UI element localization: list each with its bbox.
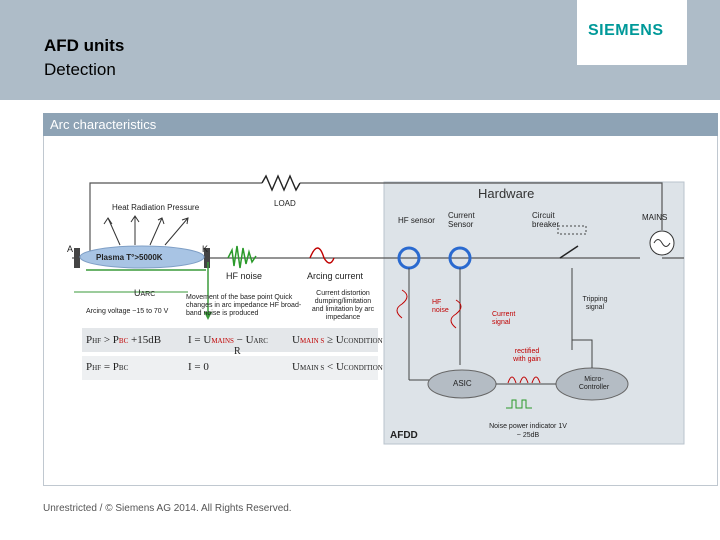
plasma-label: Plasma T°>5000K [96,253,163,262]
rectified-label: rectified with gain [513,348,541,363]
breaker-switch [559,245,579,259]
slide-title: AFD units [44,36,125,55]
formula-2-power: PHF = PBC [86,361,129,373]
circuit-breaker-label: Circuit breaker [532,211,560,229]
siemens-logo: SIEMENS [588,22,664,39]
load-resistor [261,174,301,192]
u-arc-label: UARC [134,288,156,298]
slide-subtitle: Detection [44,60,116,79]
arcing-current-waveform [309,247,335,264]
cathode-electrode [204,248,210,268]
hf-noise-signal [396,289,408,319]
logo-box [577,0,687,65]
arcing-voltage-label: Arcing voltage ~15 to 70 V [86,308,169,315]
formula-2-current: I = 0 [188,361,209,373]
current-sensor-label: Current Sensor [448,211,475,229]
tripping-signal-label: Tripping signal [582,296,608,311]
arcing-current-label: Arcing current [307,271,364,281]
load-label: LOAD [274,199,296,208]
hf-noise-small-label: HF noise [432,299,449,314]
hf-noise-waveform [227,245,257,269]
current-signal-label: Current signal [492,311,516,326]
afdd-label: AFDD [390,430,418,441]
cathode-label: K [202,244,209,254]
condition-1: UMAIN S ≥ UCONDITION [292,334,383,346]
load-wire-right [300,182,663,230]
condition-2: UMAIN S < UCONDITION [292,361,383,373]
emission-arrows [103,215,189,246]
movement-text: Movement of the base point Quick changes… [186,294,302,317]
hardware-panel [383,181,685,445]
sine-icon [653,239,671,247]
noise-power-pulses [506,399,532,409]
plasma-arc [79,245,205,269]
mains-label: MAINS [642,213,668,222]
current-distortion-text: Current distortion dumping/limitation an… [311,290,375,321]
formula-row-1-bg [82,328,378,352]
micro-controller-label: Micro-Controller [578,376,610,391]
section-title: Arc characteristics [50,117,157,132]
breaker-box [557,225,587,235]
asic-label: ASIC [453,379,472,388]
formula-1-current: I = UMAINS − UARC [188,334,268,346]
current-signal-wave [450,299,462,329]
footer-copyright: Unrestricted / © Siemens AG 2014. All Ri… [43,503,292,514]
load-wire-left [89,182,262,255]
hardware-title: Hardware [478,186,535,201]
content-frame [43,136,718,486]
rectified-signal [507,376,541,384]
hf-sensor-label: HF sensor [398,216,435,225]
hf-noise-label: HF noise [226,271,263,281]
formula-1-denominator: R [234,346,241,357]
anode-electrode [74,248,80,268]
section-bar [43,113,718,136]
formula-row-2-bg [82,356,378,380]
anode-label: A [67,244,74,254]
heat-radiation-pressure-label: Heat Radiation Pressure [112,203,200,212]
formula-1-power: PHF > PBC +15dB [86,334,162,346]
noise-power-label: Noise power indicator 1V ~ 25dB [489,423,567,439]
